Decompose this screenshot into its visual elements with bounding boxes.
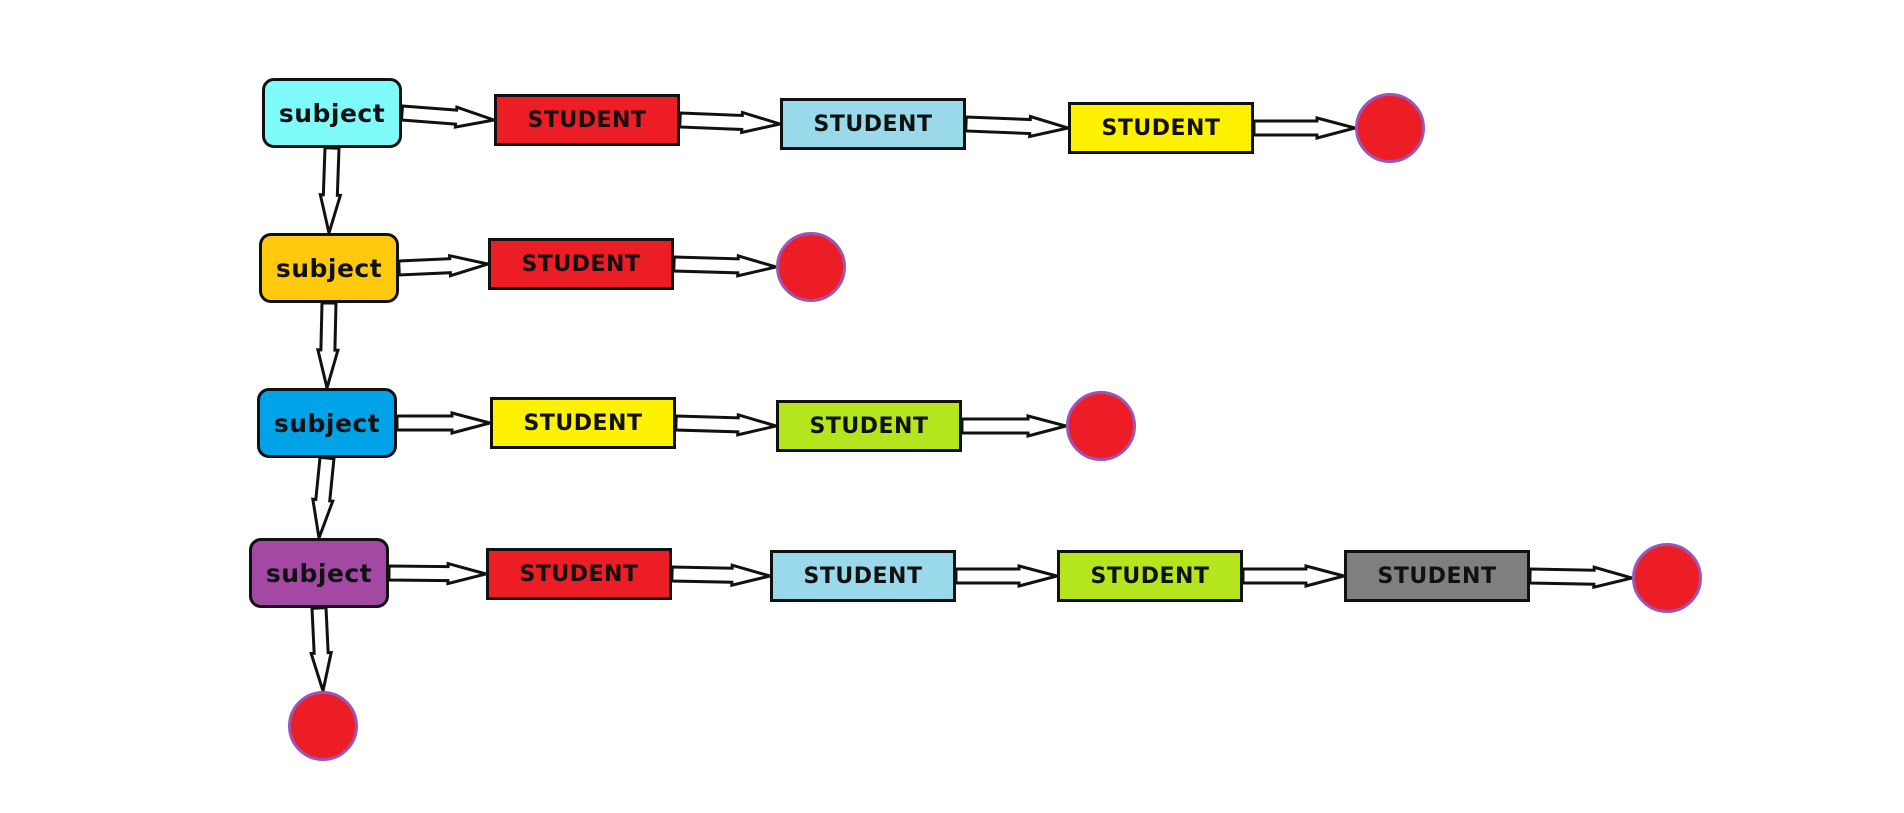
- subject-node-label: subject: [275, 253, 383, 283]
- next-arrow: [387, 561, 492, 586]
- student-node-label: STUDENT: [813, 111, 933, 137]
- student-node-label: STUDENT: [519, 561, 639, 587]
- next-arrow: [395, 411, 496, 435]
- student-node-label: STUDENT: [1090, 563, 1210, 589]
- next-arrow: [399, 104, 500, 129]
- student-node: STUDENT: [1068, 102, 1254, 154]
- student-node-label: STUDENT: [1377, 563, 1497, 589]
- student-node: STUDENT: [490, 397, 676, 449]
- student-node-label: STUDENT: [523, 410, 643, 436]
- down-arrow: [315, 301, 340, 394]
- subject-node-label: subject: [278, 98, 386, 128]
- student-node-label: STUDENT: [521, 251, 641, 277]
- null-end-node: [1632, 543, 1702, 613]
- subject-node: subject: [262, 78, 402, 148]
- student-node-label: STUDENT: [527, 107, 647, 133]
- down-arrow: [311, 455, 336, 544]
- next-arrow: [954, 564, 1063, 588]
- next-arrow: [678, 110, 786, 135]
- student-node: STUDENT: [488, 238, 674, 290]
- next-arrow: [674, 412, 782, 437]
- null-end-node: [1355, 93, 1425, 163]
- student-node: STUDENT: [494, 94, 680, 146]
- down-arrow: [309, 606, 334, 697]
- next-arrow: [1241, 564, 1350, 588]
- null-end-node: [288, 691, 358, 761]
- student-node-label: STUDENT: [803, 563, 923, 589]
- student-node: STUDENT: [776, 400, 962, 452]
- student-node-label: STUDENT: [1101, 115, 1221, 141]
- null-end-node: [1066, 391, 1136, 461]
- student-node: STUDENT: [1057, 550, 1243, 602]
- subject-node: subject: [257, 388, 397, 458]
- down-arrow: [318, 146, 343, 239]
- null-end-node: [776, 232, 846, 302]
- next-arrow: [397, 253, 494, 278]
- next-arrow: [1528, 565, 1638, 590]
- subject-node-label: subject: [273, 408, 381, 438]
- subject-node: subject: [249, 538, 389, 608]
- next-arrow: [960, 414, 1072, 438]
- student-node-label: STUDENT: [809, 413, 929, 439]
- subject-node: subject: [259, 233, 399, 303]
- next-arrow: [964, 114, 1074, 139]
- subject-node-label: subject: [265, 558, 373, 588]
- student-node: STUDENT: [1344, 550, 1530, 602]
- student-node: STUDENT: [486, 548, 672, 600]
- student-node: STUDENT: [770, 550, 956, 602]
- next-arrow: [670, 563, 776, 588]
- student-node: STUDENT: [780, 98, 966, 150]
- next-arrow: [1252, 116, 1361, 140]
- next-arrow: [672, 253, 782, 278]
